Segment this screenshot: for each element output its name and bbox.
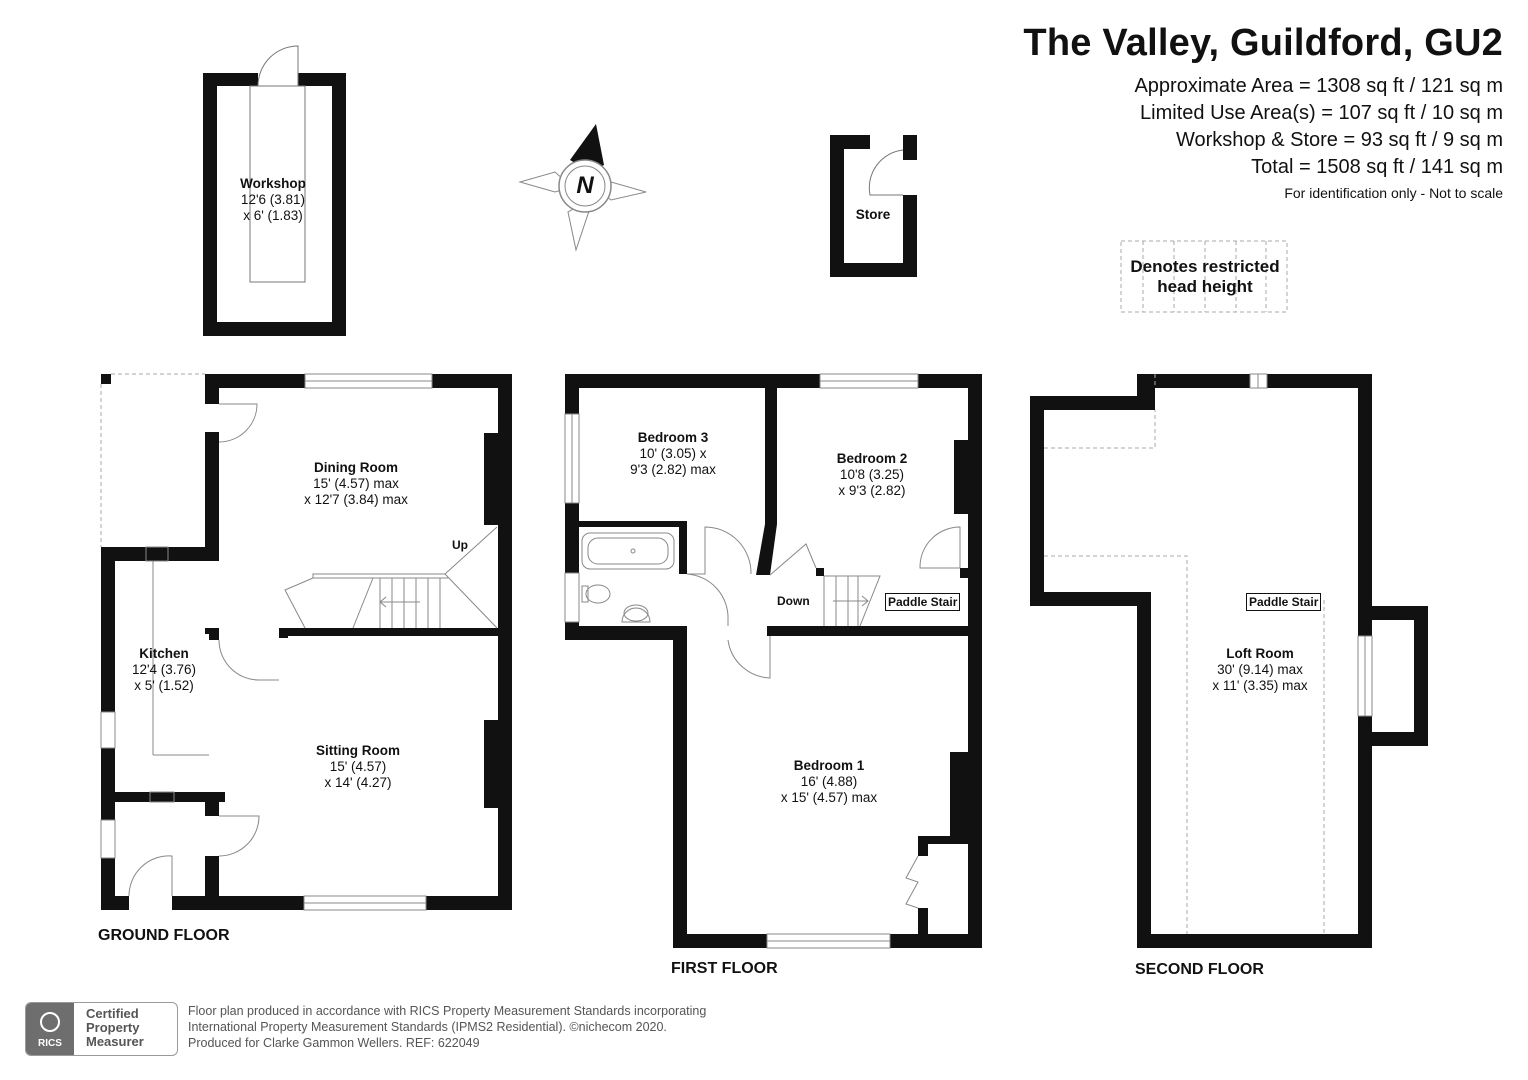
rics-logo-text: RICS (38, 1038, 62, 1049)
legend-line-1: Denotes restricted (1130, 257, 1280, 276)
footer-disclaimer: Floor plan produced in accordance with R… (188, 1003, 706, 1051)
workshop-details (249, 45, 306, 283)
second-floor-details (1249, 373, 1373, 717)
workshop-store-area: Workshop & Store = 93 sq ft / 9 sq m (1175, 129, 1503, 151)
room-label-bedroom-2: Bedroom 2 10'8 (3.25) x 9'3 (2.82) (837, 451, 908, 499)
footer-line-2: International Property Measurement Stand… (188, 1020, 667, 1034)
store-outline (830, 135, 917, 277)
room-label-sitting: Sitting Room 15' (4.57) x 14' (4.27) (316, 743, 400, 791)
floor-title-ground: GROUND FLOOR (98, 927, 230, 944)
room-dimension: 15' (4.57) (329, 759, 387, 774)
room-label-kitchen: Kitchen 12'4 (3.76) x 5' (1.52) (132, 646, 196, 694)
compass-rose (518, 124, 647, 252)
first-floor-walls (565, 374, 982, 948)
store-door (868, 149, 904, 196)
badge-line-3: Measurer (86, 1034, 144, 1049)
property-title: The Valley, Guildford, GU2 (1023, 22, 1503, 64)
second-floor-walls (1030, 374, 1428, 948)
room-dimension: x 12'7 (3.84) max (304, 492, 408, 507)
room-label-bedroom-3: Bedroom 3 10' (3.05) x 9'3 (2.82) max (630, 430, 716, 478)
room-dimension: 15' (4.57) max (313, 476, 399, 491)
restricted-height-legend-box (1120, 240, 1288, 313)
room-name: Bedroom 3 (637, 430, 709, 445)
room-dimension: 10' (3.05) x (639, 446, 707, 461)
floor-title-second: SECOND FLOOR (1135, 961, 1264, 978)
room-name: Loft Room (1226, 646, 1294, 661)
room-label-workshop: Workshop 12'6 (3.81) x 6' (1.83) (240, 176, 306, 224)
property-header: The Valley, Guildford, GU2 Approximate A… (1023, 22, 1503, 201)
ground-floor-details (100, 373, 498, 911)
paddle-stair-label-second-floor: Paddle Stair (1246, 593, 1322, 611)
legend-line-2: head height (1157, 277, 1253, 296)
room-dimension: 10'8 (3.25) (839, 467, 905, 482)
room-name: Dining Room (314, 460, 398, 475)
restricted-height-legend: Denotes restricted head height (1122, 257, 1288, 297)
first-floor-details (564, 373, 961, 949)
loft-restricted-area (1044, 374, 1325, 934)
ground-floor-restricted-area (100, 373, 205, 547)
room-dimension: 12'6 (3.81) (240, 192, 306, 207)
room-dimension: x 11' (3.35) max (1212, 678, 1308, 693)
compass-north-label: N (576, 172, 594, 199)
scale-note: For identification only - Not to scale (1284, 185, 1503, 201)
limited-use-area: Limited Use Area(s) = 107 sq ft / 10 sq … (1140, 102, 1503, 124)
room-dimension: x 15' (4.57) max (780, 790, 878, 805)
room-name: Sitting Room (316, 743, 400, 758)
room-name: Kitchen (139, 646, 189, 661)
footer-line-1: Floor plan produced in accordance with R… (188, 1004, 707, 1018)
total-area: Total = 1508 sq ft / 141 sq m (1251, 156, 1503, 178)
room-label-bedroom-1: Bedroom 1 16' (4.88) x 15' (4.57) max (781, 758, 877, 806)
room-dimension: x 9'3 (2.82) (838, 483, 906, 498)
workshop-outline (203, 73, 346, 336)
stair-down-label: Down (777, 594, 810, 608)
footer-line-3: Produced for Clarke Gammon Wellers. REF:… (188, 1036, 480, 1050)
badge-line-1: Certified (86, 1006, 139, 1021)
room-dimension: 30' (9.14) max (1217, 662, 1303, 677)
room-dimension: x 14' (4.27) (324, 775, 392, 790)
room-dimension: x 6' (1.83) (243, 208, 303, 223)
rics-logo: RICS (26, 1003, 74, 1055)
rics-crest-icon (40, 1012, 60, 1032)
room-name: Workshop (240, 176, 306, 191)
room-label-store: Store (856, 207, 891, 223)
rics-certified-badge: RICS Certified Property Measurer (25, 1002, 178, 1056)
room-dimension: 9'3 (2.82) max (630, 462, 716, 477)
room-label-loft: Loft Room 30' (9.14) max x 11' (3.35) ma… (1212, 646, 1307, 694)
paddle-stair-label-first-floor: Paddle Stair (885, 593, 961, 611)
room-name: Bedroom 1 (793, 758, 865, 773)
floor-title-first: FIRST FLOOR (671, 960, 778, 977)
stair-up-label: Up (452, 538, 468, 552)
room-dimension: x 5' (1.52) (134, 678, 194, 693)
ground-floor-walls (101, 374, 512, 910)
room-name: Bedroom 2 (836, 451, 908, 466)
room-dimension: 12'4 (3.76) (131, 662, 197, 677)
badge-line-2: Property (86, 1020, 140, 1035)
certified-property-measurer-text: Certified Property Measurer (86, 1007, 144, 1049)
room-dimension: 16' (4.88) (800, 774, 858, 789)
approximate-area: Approximate Area = 1308 sq ft / 121 sq m (1134, 75, 1503, 97)
room-name: Store (855, 207, 891, 222)
room-label-dining: Dining Room 15' (4.57) max x 12'7 (3.84)… (304, 460, 408, 508)
